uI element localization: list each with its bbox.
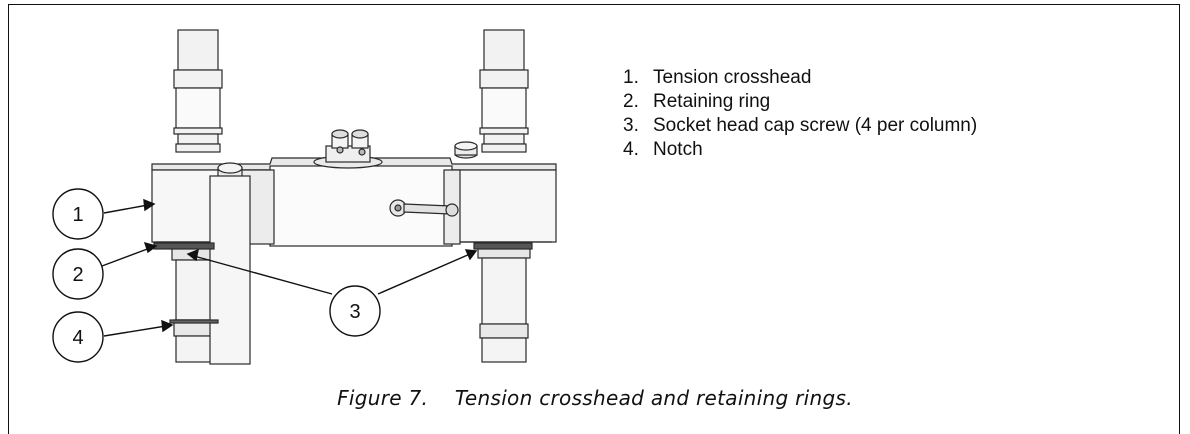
legend-item: 4. Notch [623,138,977,162]
retaining-ring-left [153,242,215,250]
caption-title: Tension crosshead and retaining rings. [454,386,853,410]
front-rod [209,175,251,365]
callout-4-label: 4 [72,327,83,349]
legend-number: 1. [623,67,639,88]
parts-legend: 1. Tension crosshead 2. Retaining ring 3… [623,66,977,162]
callout-2-circle [52,248,104,300]
callout-1-circle [52,188,104,240]
legend-text: Tension crosshead [653,67,812,88]
callout-4-circle [52,311,104,363]
legend-text: Socket head cap screw (4 per column) [653,115,978,136]
retaining-ring-right [473,242,533,250]
notch [169,319,219,324]
legend-item: 3. Socket head cap screw (4 per column) [623,114,977,138]
legend-item: 2. Retaining ring [623,90,977,114]
top-fixture [313,129,383,169]
callout-1-label: 1 [72,204,83,226]
legend-text: Notch [653,139,703,160]
callout-3-circle [329,285,381,337]
legend-number: 4. [623,139,639,160]
callout-2-label: 2 [72,264,83,286]
legend-number: 3. [623,115,639,136]
figure-frame [8,4,1180,434]
callout-3-label: 3 [349,301,360,323]
legend-item: 1. Tension crosshead [623,66,977,90]
legend-number: 2. [623,91,639,112]
legend-text: Retaining ring [653,91,771,112]
handle [389,199,459,217]
right-column [477,29,531,363]
caption-label: Figure 7. [337,386,429,410]
figure-caption: Figure 7. Tension crosshead and retainin… [0,386,1190,410]
